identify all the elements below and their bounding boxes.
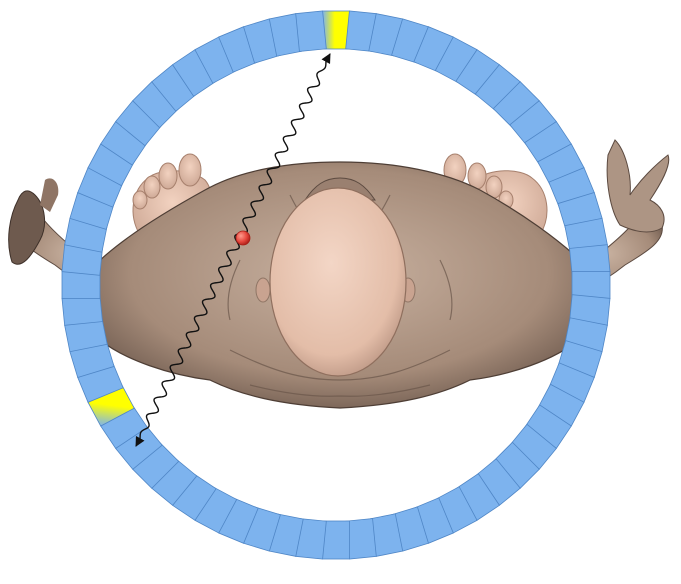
annihilation-point [236, 231, 250, 245]
detector-block [570, 245, 610, 276]
detector-block [62, 272, 100, 299]
detector-block [323, 521, 350, 559]
detector-block-highlighted [323, 11, 350, 49]
detector-block [62, 295, 102, 326]
detector-block [296, 11, 327, 51]
detector-block [572, 272, 610, 299]
detector-block [346, 519, 377, 559]
